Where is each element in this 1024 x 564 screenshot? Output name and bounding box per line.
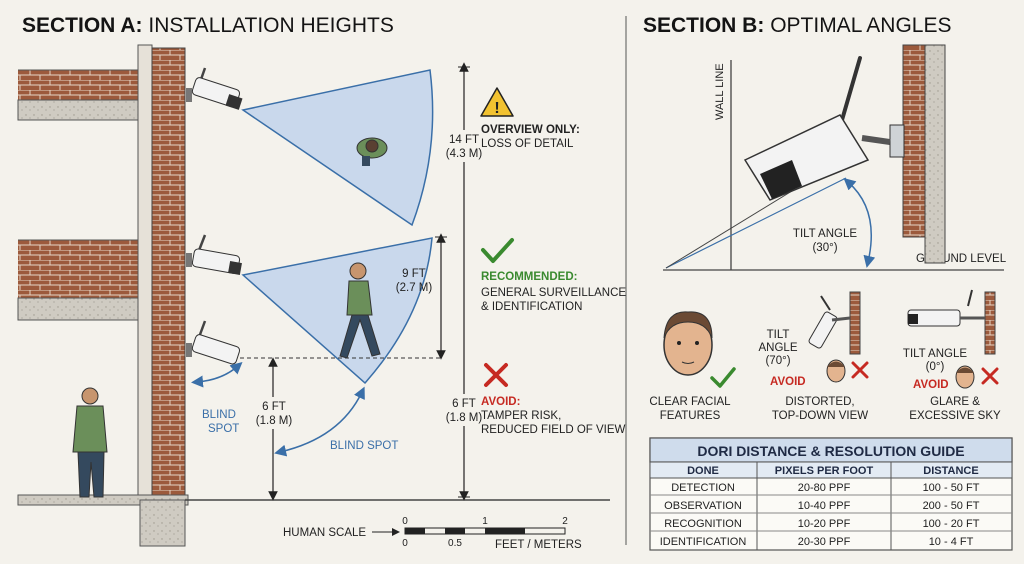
clear-face <box>663 311 713 376</box>
section-a-title: SECTION A: INSTALLATION HEIGHTS <box>22 14 394 37</box>
example3-camera <box>907 289 985 327</box>
middle-camera-fov <box>241 237 433 385</box>
clear-check-icon <box>710 367 736 388</box>
tilt-ray <box>665 177 847 269</box>
blind-spot-arrow-1 <box>191 362 243 388</box>
overview-heading: OVERVIEW ONLY: <box>481 124 580 136</box>
person-top-view <box>356 137 388 166</box>
check-icon <box>481 238 514 263</box>
scale-tick-m05: 0.5 <box>448 538 462 549</box>
bottom-height-label: 6 FT(1.8 M) <box>446 398 483 424</box>
dori-table: DORI DISTANCE & RESOLUTION GUIDE DONE PI… <box>649 437 1013 551</box>
tilt-angle-label: TILT ANGLE(30°) <box>793 228 857 254</box>
scale-tick-1: 1 <box>482 516 488 527</box>
recommended-desc: GENERAL SURVEILLANCE& IDENTIFICATION <box>481 287 626 313</box>
large-camera <box>743 56 905 201</box>
dori-cell: 20-30 PPF <box>798 536 851 548</box>
example2-avoid: AVOID <box>770 376 806 388</box>
section-b-brick-wall <box>902 44 926 238</box>
foundation <box>139 499 186 547</box>
walking-person <box>339 262 381 359</box>
scale-tick-2: 2 <box>562 516 568 527</box>
example2-cross-icon <box>851 361 869 379</box>
overview-desc: LOSS OF DETAIL <box>481 138 574 150</box>
dori-cell: 200 - 50 FT <box>923 500 980 512</box>
middle-brick-band <box>18 240 150 298</box>
bottom-camera <box>186 320 241 365</box>
example2-wall <box>849 291 861 355</box>
dori-cell: OBSERVATION <box>664 500 742 512</box>
dori-cell: IDENTIFICATION <box>660 536 747 548</box>
dori-header-distance: DISTANCE <box>923 465 978 477</box>
dori-title: DORI DISTANCE & RESOLUTION GUIDE <box>697 443 964 459</box>
dori-cell: 100 - 50 FT <box>923 482 980 494</box>
dori-header-ppf: PIXELS PER FOOT <box>775 465 874 477</box>
section-b-concrete-wall <box>924 44 946 264</box>
example3-avoid: AVOID <box>913 379 949 391</box>
blind-spot-arrow-2 <box>274 386 365 457</box>
ground-height-label: 6 FT(1.8 M) <box>256 401 293 427</box>
cross-icon <box>484 363 508 387</box>
dori-cell: 10 - 4 FT <box>929 536 974 548</box>
middle-height-label: 9 FT(2.7 M) <box>396 268 433 294</box>
example2-camera <box>808 295 851 349</box>
example3-face <box>955 365 975 389</box>
human-scale-label: HUMAN SCALE <box>283 527 366 539</box>
recommended-heading: RECOMMENDED: <box>481 271 577 283</box>
example2-caption: DISTORTED,TOP-DOWN VIEW <box>772 396 868 422</box>
top-camera <box>186 67 243 110</box>
scale-units: FEET / METERS <box>495 539 582 551</box>
top-height-label: 14 FT(4.3 M) <box>446 134 483 160</box>
scale-tick-0: 0 <box>402 516 408 527</box>
wall-line-label: WALL LINE <box>714 63 726 120</box>
dori-cell: 20-80 PPF <box>798 482 851 494</box>
scale-tick-m0: 0 <box>402 538 408 549</box>
warning-icon: ! <box>480 87 514 117</box>
avoid-heading: AVOID: <box>481 396 520 408</box>
upper-brick-band <box>18 70 150 100</box>
standing-person <box>72 387 108 498</box>
scale-bar <box>404 527 566 535</box>
dori-cell: 10-40 PPF <box>798 500 851 512</box>
example3-wall <box>984 291 996 355</box>
example3-caption: GLARE &EXCESSIVE SKY <box>909 396 1001 422</box>
top-camera-fov <box>241 69 434 227</box>
avoid-desc: TAMPER RISK,REDUCED FIELD OF VIEW <box>481 410 626 436</box>
column <box>137 44 153 501</box>
dori-cell: DETECTION <box>671 482 735 494</box>
example3-tilt-label: TILT ANGLE(0°) <box>903 348 967 373</box>
blind-spot-label-2: BLIND SPOT <box>330 440 398 452</box>
tilt-arc <box>843 178 876 268</box>
brick-wall <box>151 47 186 504</box>
svg-text:!: ! <box>494 100 499 117</box>
middle-camera <box>186 234 242 275</box>
dori-cell: 10-20 PPF <box>798 518 851 530</box>
section-b-title: SECTION B: OPTIMAL ANGLES <box>643 14 951 37</box>
example3-cross-icon <box>981 367 999 385</box>
example2-face <box>826 359 846 383</box>
dori-cell: 100 - 20 FT <box>923 518 980 530</box>
dori-cell: RECOGNITION <box>664 518 742 530</box>
dori-header-level: DONE <box>687 465 719 477</box>
